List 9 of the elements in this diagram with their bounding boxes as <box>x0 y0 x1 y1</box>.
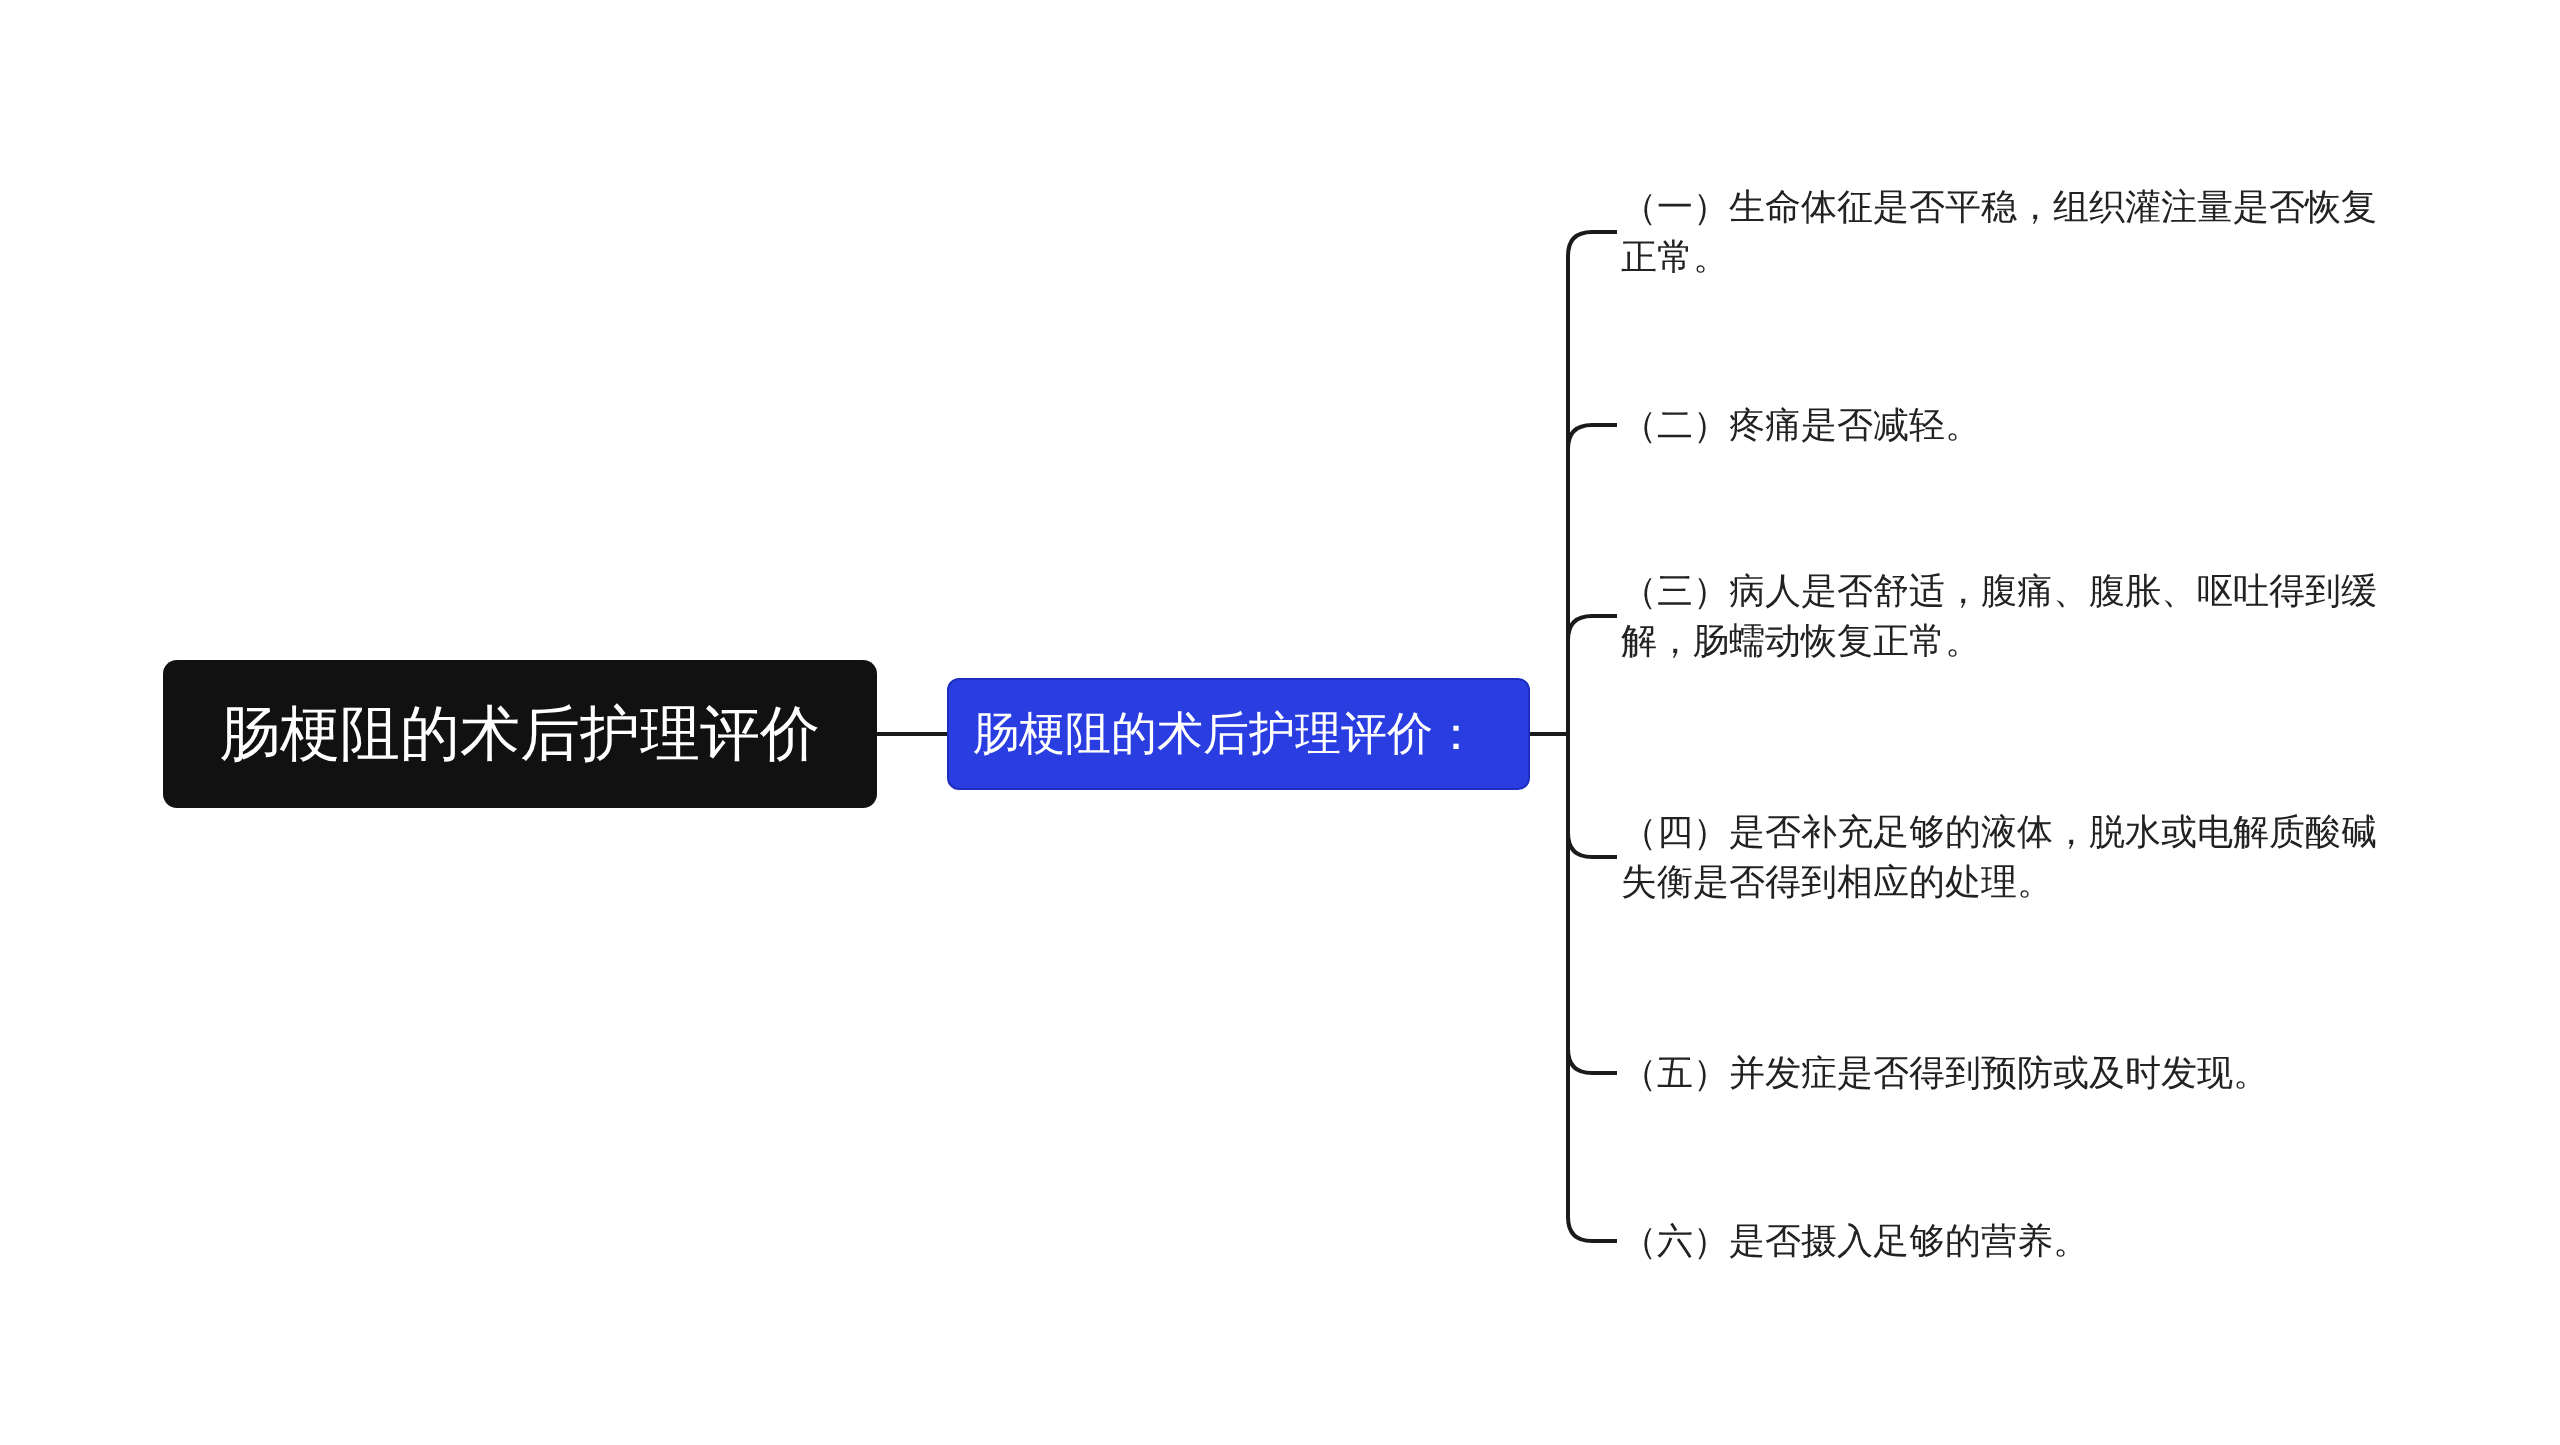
subtopic-text: （五）并发症是否得到预防或及时发现。 <box>1621 1048 2391 1098</box>
connector-line <box>877 732 947 736</box>
subtopic-text: （一）生命体征是否平稳，组织灌注量是否恢复正常。 <box>1621 182 2391 282</box>
subtopic-text: （四）是否补充足够的液体，脱水或电解质酸碱失衡是否得到相应的处理。 <box>1621 807 2391 907</box>
root-topic-box: 肠梗阻的术后护理评价 <box>163 660 877 808</box>
topic-box: 肠梗阻的术后护理评价： <box>947 678 1530 790</box>
subtopic-text: （三）病人是否舒适，腹痛、腹胀、呕吐得到缓解，肠蠕动恢复正常。 <box>1621 566 2391 666</box>
subtopic-text: （六）是否摄入足够的营养。 <box>1621 1216 2391 1266</box>
subtopic-text: （二）疼痛是否减轻。 <box>1621 400 2391 450</box>
